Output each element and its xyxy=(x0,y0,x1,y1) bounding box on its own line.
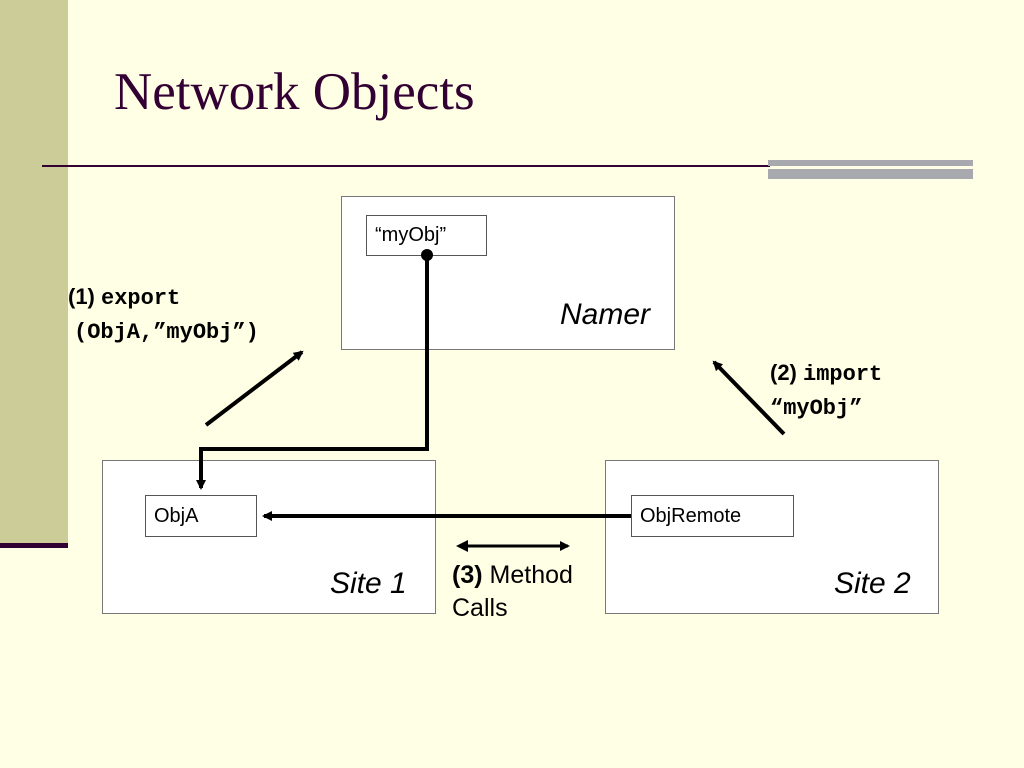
namer-box xyxy=(341,196,675,350)
side-decor-strip xyxy=(0,0,68,544)
export-arrow xyxy=(204,350,304,427)
namer-to-obja-reference xyxy=(196,249,433,490)
site2-label: Site 2 xyxy=(834,567,911,600)
title-accent-bar-bottom xyxy=(768,169,973,179)
step2-keyword: import xyxy=(803,362,883,387)
step3-text-line2: Calls xyxy=(452,594,508,622)
step2-annotation: (2) import xyxy=(770,356,882,392)
title-underline xyxy=(42,165,770,167)
site2-box xyxy=(605,460,939,614)
site1-box xyxy=(102,460,436,614)
title-accent-bar-top xyxy=(768,160,973,166)
site2-object-objremote: ObjRemote xyxy=(631,495,794,537)
namer-label: Namer xyxy=(560,298,651,331)
step1-number: (1) xyxy=(68,284,95,309)
slide-title: Network Objects xyxy=(114,63,475,121)
step3-text-line2-wrap: Calls xyxy=(452,591,508,625)
step3-annotation: (3) Method xyxy=(452,558,573,592)
step2-args-line: “myObj” xyxy=(770,390,862,426)
step3-number: (3) xyxy=(452,561,483,589)
step1-keyword: export xyxy=(101,286,181,311)
site1-object-obja: ObjA xyxy=(145,495,257,537)
step2-args: “myObj” xyxy=(770,396,863,421)
side-decor-tick xyxy=(0,543,68,548)
step1-annotation: (1) export xyxy=(68,280,180,316)
step2-number: (2) xyxy=(770,360,797,385)
step3-text-line1: Method xyxy=(489,561,573,589)
import-arrow xyxy=(712,360,786,436)
site1-label: Site 1 xyxy=(330,567,407,600)
reference-line xyxy=(196,255,429,490)
step1-args-line: (ObjA,”myObj”) xyxy=(74,314,259,350)
step1-args: (ObjA,”myObj”) xyxy=(74,320,259,345)
